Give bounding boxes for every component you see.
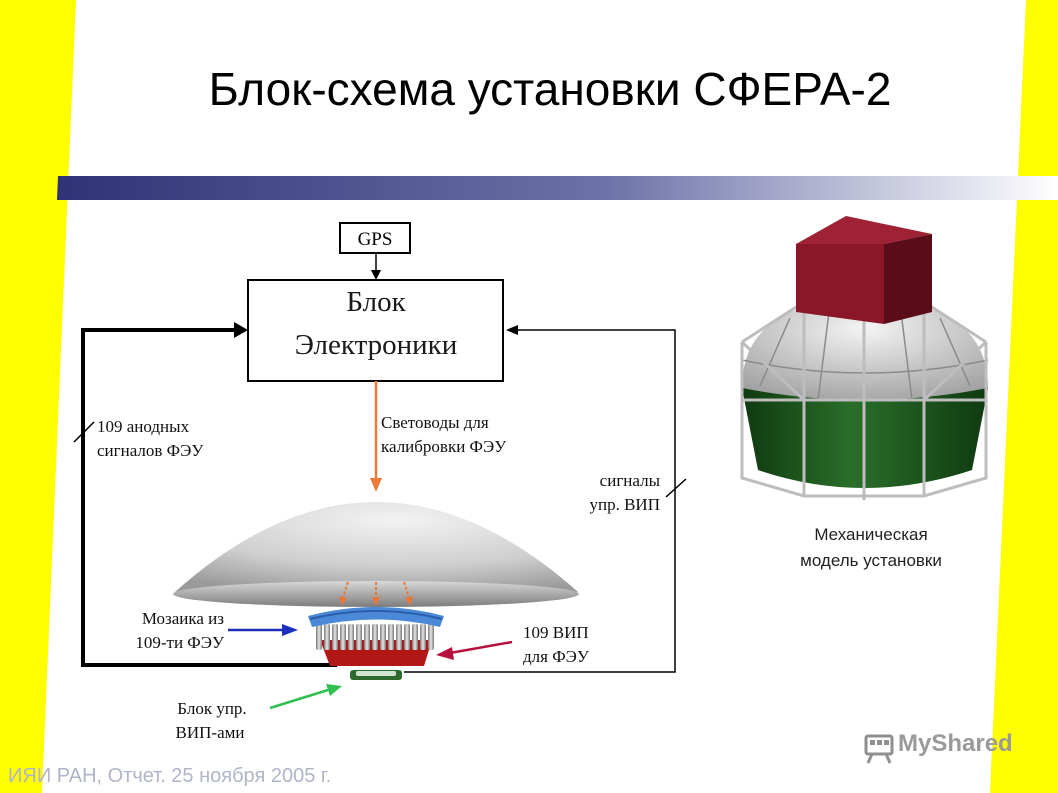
control-block-label-line2: ВИП-ами: [176, 723, 245, 742]
pmt-tube: [324, 624, 330, 650]
slide-title: Блок-схема установки СФЕРА-2: [208, 63, 892, 115]
control-block-arrow: [269, 688, 329, 710]
mechanical-model: [740, 216, 989, 500]
model-caption-line2: модель установки: [800, 551, 942, 570]
pmt-tube: [364, 624, 370, 650]
pmt-tube: [356, 624, 362, 650]
light-guide-label-line1: Световоды для: [381, 413, 489, 432]
pmt-tube: [316, 624, 322, 650]
light-guide-label-line2: калибровки ФЭУ: [381, 437, 507, 456]
gps-arrow: [371, 270, 381, 280]
pmt-tube: [340, 624, 346, 650]
hv-supply-arrow: [449, 640, 513, 655]
control-signal-line: [404, 329, 676, 673]
model-caption-line1: Механическая: [814, 525, 928, 544]
control-signal-label-line1: сигналы: [600, 471, 661, 490]
block-diagram: GPS Блок Электроники 109 анодных сигнало…: [73, 222, 687, 742]
anode-signal-line: [81, 328, 337, 667]
control-signal-label-line2: упр. ВИП: [590, 495, 661, 514]
pmt-tube: [420, 624, 426, 650]
pmt-tube: [388, 624, 394, 650]
left-yellow-stripe: [0, 0, 76, 793]
pmt-tube: [380, 624, 386, 650]
anode-label-line2: сигналов ФЭУ: [97, 441, 204, 460]
pmt-tube: [428, 624, 434, 650]
gps-label: GPS: [358, 229, 393, 250]
hv-label-line2: для ФЭУ: [523, 647, 590, 666]
calibration-arrows: [339, 581, 413, 606]
right-yellow-stripe: [990, 0, 1058, 793]
electronics-label-line2: Электроники: [295, 329, 458, 361]
pmt-tube: [412, 624, 418, 650]
electronics-label-line1: Блок: [346, 286, 406, 318]
control-block-label-line1: Блок упр.: [177, 699, 246, 718]
slide-footer: ИЯИ РАН, Отчет. 25 ноября 2005 г.: [8, 765, 332, 787]
pmt-tube: [396, 624, 402, 650]
myshared-watermark: MyShared: [866, 730, 1013, 758]
pmt-tube: [332, 624, 338, 650]
mosaic-label-line1: Мозаика из: [142, 609, 224, 628]
pmt-tube: [404, 624, 410, 650]
pmt-tube: [348, 624, 354, 650]
title-band: [57, 176, 1058, 200]
pmt-tube: [372, 624, 378, 650]
hv-label-line1: 109 ВИП: [523, 623, 589, 642]
electronics-box: [247, 279, 504, 382]
anode-label-line1: 109 анодных: [97, 417, 190, 436]
myshared-logo-icon: [864, 734, 894, 764]
mirror-dome: [175, 502, 578, 592]
myshared-watermark-text: MyShared: [898, 730, 1013, 757]
gps-box: [339, 222, 411, 254]
model-caption: Механическая модель установки: [760, 522, 982, 574]
mosaic-label-line2: 109-ти ФЭУ: [135, 633, 225, 652]
pmt-mosaic: [308, 607, 444, 680]
